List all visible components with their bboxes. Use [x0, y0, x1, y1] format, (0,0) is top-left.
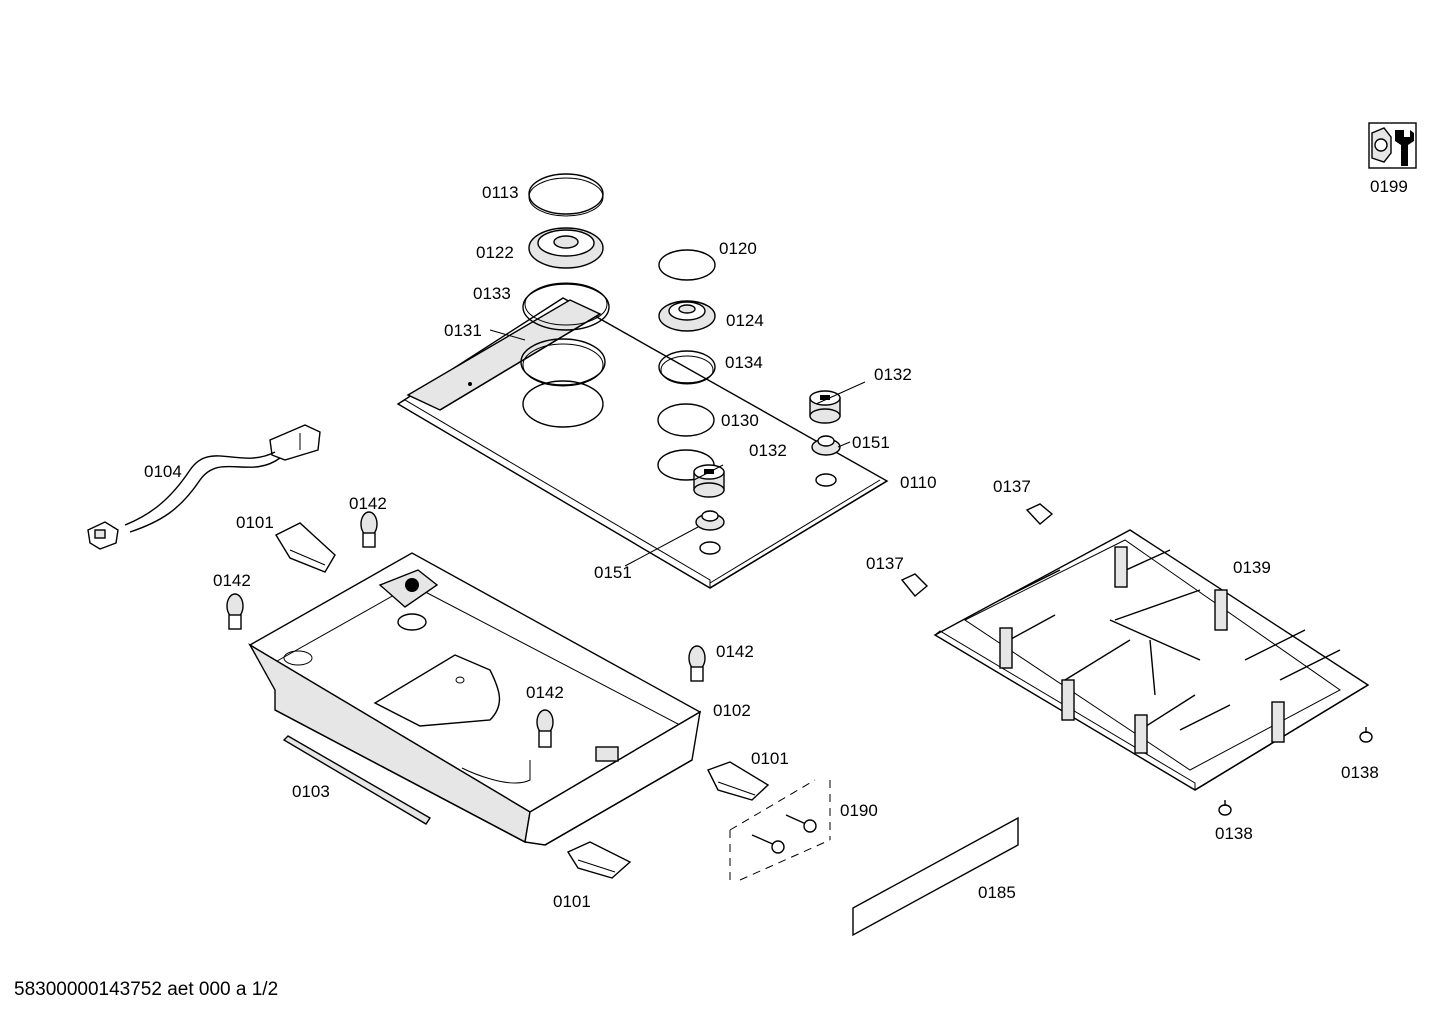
label-0132-upper: 0132	[874, 365, 912, 384]
label-0133: 0133	[473, 284, 511, 303]
label-0139: 0139	[1233, 558, 1271, 577]
label-0190: 0190	[840, 801, 878, 820]
pan-support-grid	[933, 529, 1370, 791]
part-labels: 0113 0122 0133 0131 0120 0124 0134 0132 …	[144, 177, 1408, 911]
bottom-tray	[248, 552, 702, 846]
label-0151-lower: 0151	[594, 563, 632, 582]
label-0138-right: 0138	[1341, 763, 1379, 782]
label-0142-right: 0142	[716, 642, 754, 661]
small-burner-parts	[658, 249, 716, 385]
label-0101-bottom: 0101	[553, 892, 591, 911]
label-0110: 0110	[900, 473, 937, 492]
leader-lines	[489, 329, 866, 567]
label-0130: 0130	[721, 411, 759, 430]
label-0101-left: 0101	[236, 513, 274, 532]
control-knob	[693, 464, 725, 498]
drawing-reference: 58300000143752 aet 000 a 1/2	[14, 979, 279, 1000]
label-0137-lower: 0137	[866, 554, 904, 573]
label-0142-left: 0142	[213, 571, 251, 590]
wrench-nut-icon	[1368, 122, 1417, 169]
label-0124: 0124	[726, 311, 764, 330]
screw-set	[729, 779, 831, 881]
control-knob	[809, 390, 841, 424]
grid-clip	[900, 573, 929, 597]
label-0120: 0120	[719, 239, 757, 258]
sealing-strip	[282, 735, 431, 825]
label-0138-bottom: 0138	[1215, 824, 1253, 843]
label-0103: 0103	[292, 782, 330, 801]
rubber-foot	[360, 511, 378, 548]
label-0104: 0104	[144, 462, 182, 481]
mounting-clamp	[566, 841, 632, 879]
rubber-foot	[688, 645, 706, 682]
rubber-foot	[536, 709, 554, 748]
grid-clip	[1025, 503, 1054, 525]
grid-foot	[1218, 800, 1232, 816]
hob-top-plate	[396, 297, 889, 589]
label-0199: 0199	[1370, 177, 1408, 196]
rubber-foot	[226, 593, 244, 630]
grid-foot	[1359, 727, 1373, 743]
label-0131: 0131	[444, 321, 482, 340]
label-0151-upper: 0151	[852, 433, 890, 452]
label-0185: 0185	[978, 883, 1016, 902]
label-0102: 0102	[713, 701, 751, 720]
knob-seal	[695, 510, 725, 531]
label-0142-top: 0142	[349, 494, 387, 513]
label-0132-lower: 0132	[749, 441, 787, 460]
label-0142-inner: 0142	[526, 683, 564, 702]
label-0113: 0113	[482, 183, 519, 202]
label-0134: 0134	[725, 353, 763, 372]
knob-seal	[811, 435, 841, 456]
rating-plate	[852, 816, 1019, 937]
label-0137-upper: 0137	[993, 477, 1031, 496]
mounting-clamp	[275, 522, 336, 573]
label-0122: 0122	[476, 243, 514, 262]
label-0101-right: 0101	[751, 749, 789, 768]
mounting-clamp	[707, 761, 770, 801]
power-cord	[87, 424, 321, 550]
large-burner-parts	[520, 173, 610, 387]
